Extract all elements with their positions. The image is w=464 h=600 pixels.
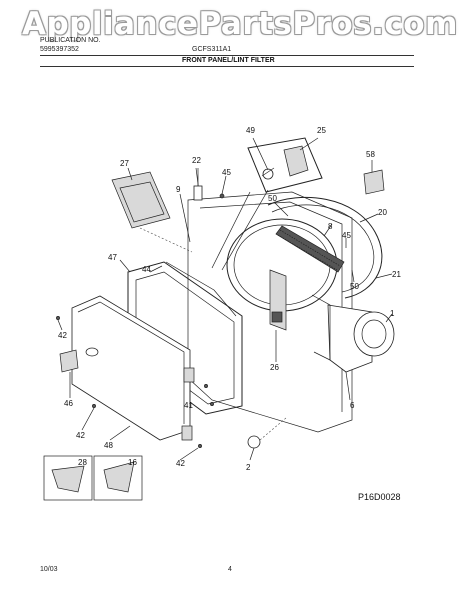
callout-2: 2 <box>246 463 251 472</box>
part-2-button <box>247 435 261 449</box>
lint-filter-screen <box>275 225 345 273</box>
watermark-logo: AppliancePartsPros.com <box>22 6 458 42</box>
callout-20: 20 <box>378 208 387 217</box>
part-58-socket <box>363 169 385 195</box>
drum-ring <box>267 196 383 299</box>
callout-41: 41 <box>184 401 193 410</box>
callout-25: 25 <box>317 126 326 135</box>
inset-part-28 <box>43 455 93 501</box>
callout-45-top: 45 <box>222 168 231 177</box>
callout-50-bottom: 50 <box>350 282 359 291</box>
callout-27: 27 <box>120 159 129 168</box>
callout-58: 58 <box>366 150 375 159</box>
callout-45-mid: 45 <box>342 231 351 240</box>
outer-door-panel <box>71 295 191 441</box>
callout-48: 48 <box>104 441 113 450</box>
hinge-upper <box>183 367 195 383</box>
callout-8: 8 <box>328 222 333 231</box>
callout-47: 47 <box>108 253 117 262</box>
inset-part-16 <box>93 455 143 501</box>
diagram-title: FRONT PANEL/LINT FILTER <box>182 57 275 64</box>
callout-9: 9 <box>176 185 181 194</box>
callout-42-left: 42 <box>58 331 67 340</box>
callout-26: 26 <box>270 363 279 372</box>
callout-labels: 49 25 58 27 22 9 45 50 20 8 45 47 44 50 … <box>58 126 401 472</box>
callout-21: 21 <box>392 270 401 279</box>
door-switch <box>269 269 287 331</box>
footer-date: 10/03 <box>40 566 58 573</box>
header-rule-top <box>40 55 414 56</box>
callout-50-top: 50 <box>268 194 277 203</box>
callout-16: 16 <box>128 458 137 467</box>
callout-22: 22 <box>192 156 201 165</box>
callout-28: 28 <box>78 458 87 467</box>
light-assembly-inset <box>247 137 323 193</box>
callout-6: 6 <box>350 401 355 410</box>
publication-label: PUBLICATION NO. <box>40 37 101 44</box>
door-handle <box>59 349 79 373</box>
model-code: GCFS311A1 <box>192 46 232 53</box>
callout-42-lower: 42 <box>76 431 85 440</box>
callout-46: 46 <box>64 399 73 408</box>
diagram-code: P16D0028 <box>358 492 401 502</box>
callout-44: 44 <box>142 265 151 274</box>
publication-number: 5995397352 <box>40 46 79 53</box>
footer-page-number: 4 <box>228 566 232 573</box>
callout-1: 1 <box>390 309 395 318</box>
blower-duct <box>311 294 395 373</box>
header-rule-bottom <box>40 66 414 67</box>
callout-42-bottom: 42 <box>176 459 185 468</box>
callout-49: 49 <box>246 126 255 135</box>
part-27-cover <box>111 171 193 253</box>
hinge-lower <box>181 425 193 441</box>
